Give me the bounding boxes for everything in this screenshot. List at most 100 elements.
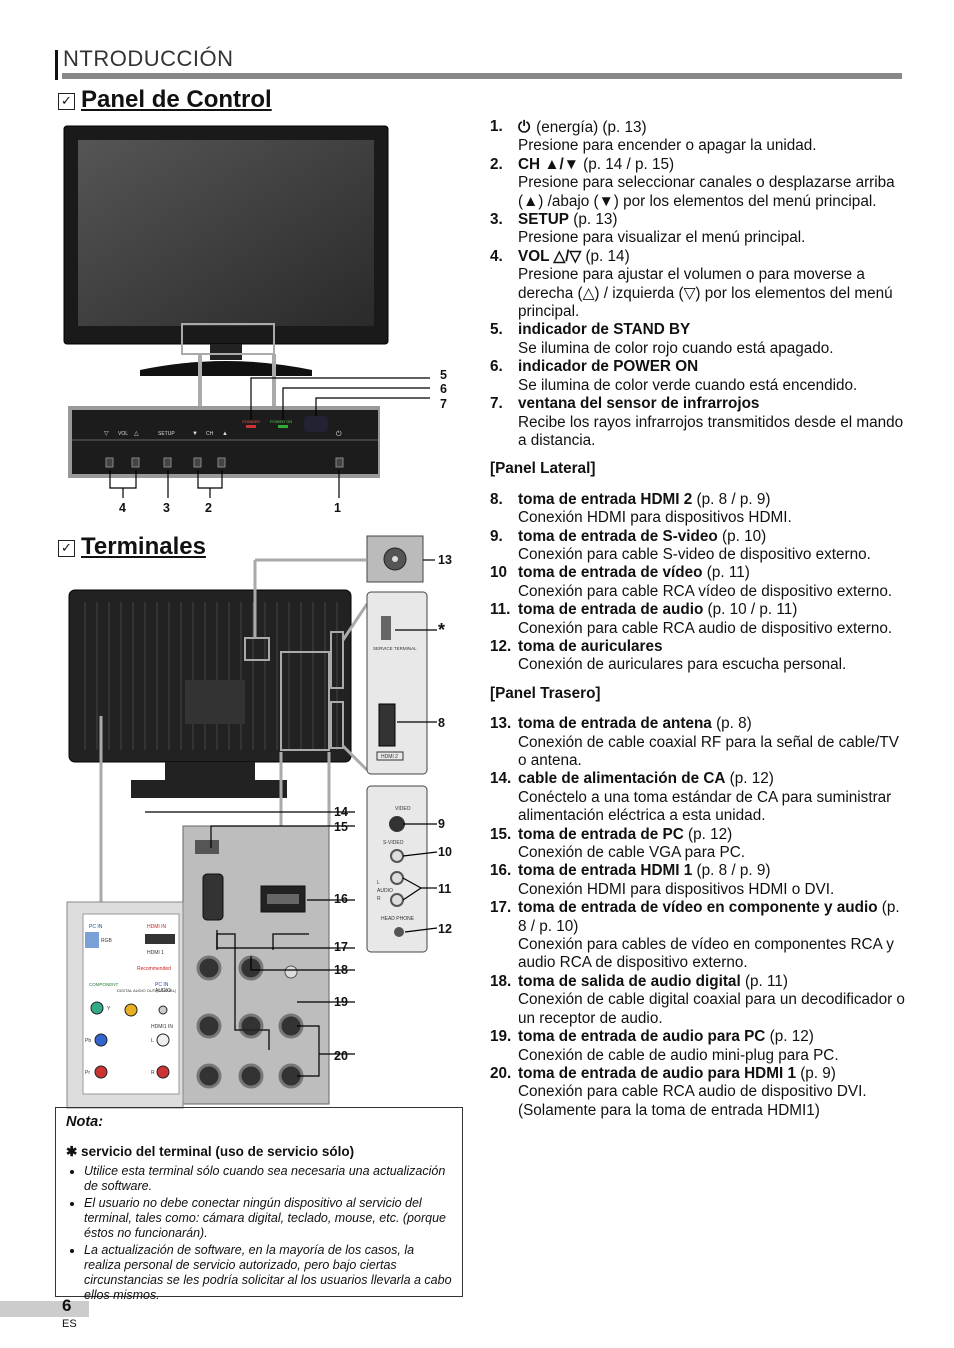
item-title: toma de entrada de S-video bbox=[518, 527, 718, 545]
list-item: 9. toma de entrada de S-video (p. 10)Cone… bbox=[490, 528, 910, 565]
item-description: Se ilumina de color verde cuando está en… bbox=[518, 376, 858, 394]
item-page-ref: (energía) (p. 13) bbox=[536, 119, 647, 136]
item-number: 1. bbox=[490, 118, 503, 135]
item-number: 9. bbox=[490, 527, 503, 545]
digital-audio-text: DIGITAL AUDIO OUT (COAXIAL) bbox=[117, 988, 177, 993]
item-page-ref: (p. 12) bbox=[729, 770, 774, 788]
item-title: toma de entrada de audio para HDMI 1 bbox=[518, 1064, 796, 1082]
panel-heading-text: Panel de Control bbox=[81, 86, 272, 113]
section-bar bbox=[55, 50, 58, 80]
setup-text: SETUP bbox=[158, 431, 175, 437]
svg-text:⏻: ⏻ bbox=[336, 430, 342, 438]
item-description: Conexión para cable RCA audio de disposi… bbox=[518, 619, 893, 637]
item-description: Presione para visualizar el menú princip… bbox=[518, 229, 806, 247]
item-page-ref: (p. 10) bbox=[722, 527, 767, 545]
item-title: toma de entrada de vídeo en componente y… bbox=[518, 899, 878, 917]
recommended-text: Recommended bbox=[137, 966, 171, 972]
item-page-ref: (p. 11) bbox=[744, 972, 789, 990]
trasero-title: [Panel Trasero] bbox=[490, 684, 601, 702]
callout-17: 17 bbox=[334, 940, 348, 954]
item-title: ventana del sensor de infrarrojos bbox=[518, 395, 760, 413]
item-number: 19. bbox=[490, 1028, 512, 1046]
svg-text:▽: ▽ bbox=[104, 431, 109, 437]
item-page-ref: (p. 14) bbox=[585, 247, 630, 265]
pc-in-2-text: PC IN bbox=[155, 982, 169, 988]
callout-19: 19 bbox=[334, 995, 348, 1009]
svg-text:△: △ bbox=[134, 431, 139, 437]
item-number: 11. bbox=[490, 601, 511, 619]
item-number: 7. bbox=[490, 395, 503, 413]
item-number: 3. bbox=[490, 211, 503, 229]
callout-2: 2 bbox=[205, 501, 212, 515]
item-page-ref: (p. 8) bbox=[716, 715, 752, 733]
terminals-heading-text: Terminales bbox=[81, 533, 206, 560]
service-text: SERVICE TERMINAL bbox=[373, 646, 417, 651]
item-title: toma de entrada de PC bbox=[518, 825, 684, 843]
headphone-text: HEAD PHONE bbox=[381, 916, 415, 922]
list-item: 8.toma de entrada HDMI 2 (p. 8 / p. 9)Co… bbox=[490, 491, 910, 528]
item-title: toma de entrada de audio bbox=[518, 601, 704, 619]
item-page-ref: (p. 8 / p. 10) bbox=[518, 899, 900, 935]
list-item: 11. toma de entrada de audio (p. 10 / p. … bbox=[490, 601, 910, 638]
item-number: 14. bbox=[490, 770, 512, 788]
checkbox-icon: ✓ bbox=[58, 93, 75, 110]
standby-text: STANDBY bbox=[242, 419, 261, 424]
rear-items-list: 13.toma de entrada de antena (p. 8)Conex… bbox=[490, 715, 910, 1120]
note-list: Utilice esta terminal sólo cuando sea ne… bbox=[66, 1164, 452, 1303]
audio-text: AUDIO bbox=[377, 888, 393, 894]
section-rule bbox=[62, 73, 902, 79]
callout-11: 11 bbox=[438, 882, 452, 896]
item-description: Conexión de cable coaxial RF para la señ… bbox=[518, 733, 899, 769]
l-text: L bbox=[151, 1038, 154, 1044]
item-number: 2. bbox=[490, 155, 503, 173]
item-page-ref: (p. 14 / p. 15) bbox=[583, 155, 675, 173]
hdmi1-in-text: HDMI1 IN bbox=[151, 1024, 173, 1030]
pb-text: Pb bbox=[85, 1038, 91, 1044]
item-number: 18. bbox=[490, 972, 512, 990]
item-description: Presione para seleccionar canales o desp… bbox=[518, 174, 895, 210]
item-description: Conexión HDMI para dispositivos HDMI o D… bbox=[518, 880, 835, 898]
poweron-text: POWER ON bbox=[270, 419, 292, 424]
item-title: VOL △/▽ bbox=[518, 247, 582, 265]
item-description: Recibe los rayos infrarrojos transmitido… bbox=[518, 413, 904, 449]
callout-15: 15 bbox=[334, 820, 348, 834]
item-title: toma de entrada de audio para PC bbox=[518, 1028, 766, 1046]
list-item: 12.toma de auriculares Conexión de auric… bbox=[490, 638, 910, 675]
item-title: cable de alimentación de CA bbox=[518, 770, 726, 788]
note-box: Nota: ✱ servicio del terminal (uso de se… bbox=[55, 1107, 463, 1302]
ch-text: CH bbox=[206, 431, 214, 437]
item-description: Conexión para cable RCA vídeo de disposi… bbox=[518, 582, 893, 600]
svg-text:▼: ▼ bbox=[192, 431, 198, 437]
callout-4: 4 bbox=[119, 501, 126, 515]
item-number: 5. bbox=[490, 321, 503, 339]
panel-heading: ✓ Panel de Control bbox=[58, 86, 272, 114]
item-title: toma de entrada HDMI 2 bbox=[518, 490, 693, 508]
item-title: toma de entrada de antena bbox=[518, 715, 712, 733]
callout-6: 6 bbox=[440, 382, 447, 396]
item-number: 4. bbox=[490, 247, 503, 265]
item-description: Conéctelo a una toma estándar de CA para… bbox=[518, 788, 892, 825]
r-text: R bbox=[151, 1070, 155, 1076]
callout-star: * bbox=[438, 620, 446, 640]
item-description: Conexión HDMI para dispositivos HDMI. bbox=[518, 509, 792, 527]
callout-7: 7 bbox=[440, 397, 447, 411]
list-item: 17. toma de entrada de vídeo en component… bbox=[490, 899, 910, 973]
pr-text: Pr bbox=[85, 1070, 90, 1076]
callout-10: 10 bbox=[438, 845, 452, 859]
item-number: 17. bbox=[490, 899, 512, 917]
hdmi2-text: HDMI 2 bbox=[381, 754, 398, 760]
page-tab bbox=[0, 1301, 89, 1317]
lateral-items-list: 8.toma de entrada HDMI 2 (p. 8 / p. 9)Co… bbox=[490, 491, 910, 675]
item-page-ref: (p. 8 / p. 9) bbox=[696, 862, 771, 880]
item-page-ref: (p. 10 / p. 11) bbox=[707, 601, 798, 619]
item-page-ref: (p. 8 / p. 9) bbox=[696, 490, 771, 508]
item-description: Conexión de auriculares para escucha per… bbox=[518, 656, 847, 674]
callout-1: 1 bbox=[334, 501, 341, 515]
item-title: CH ▲/▼ bbox=[518, 155, 579, 173]
item-number: 20. bbox=[490, 1064, 512, 1082]
item-description: Conexión para cable S-video de dispositi… bbox=[518, 545, 871, 563]
callout-13: 13 bbox=[438, 553, 452, 567]
item-number: 16. bbox=[490, 862, 512, 880]
item-description: Conexión de cable de audio mini-plug par… bbox=[518, 1046, 839, 1064]
list-item: 7. ventana del sensor de infrarrojos Reci… bbox=[490, 395, 910, 450]
